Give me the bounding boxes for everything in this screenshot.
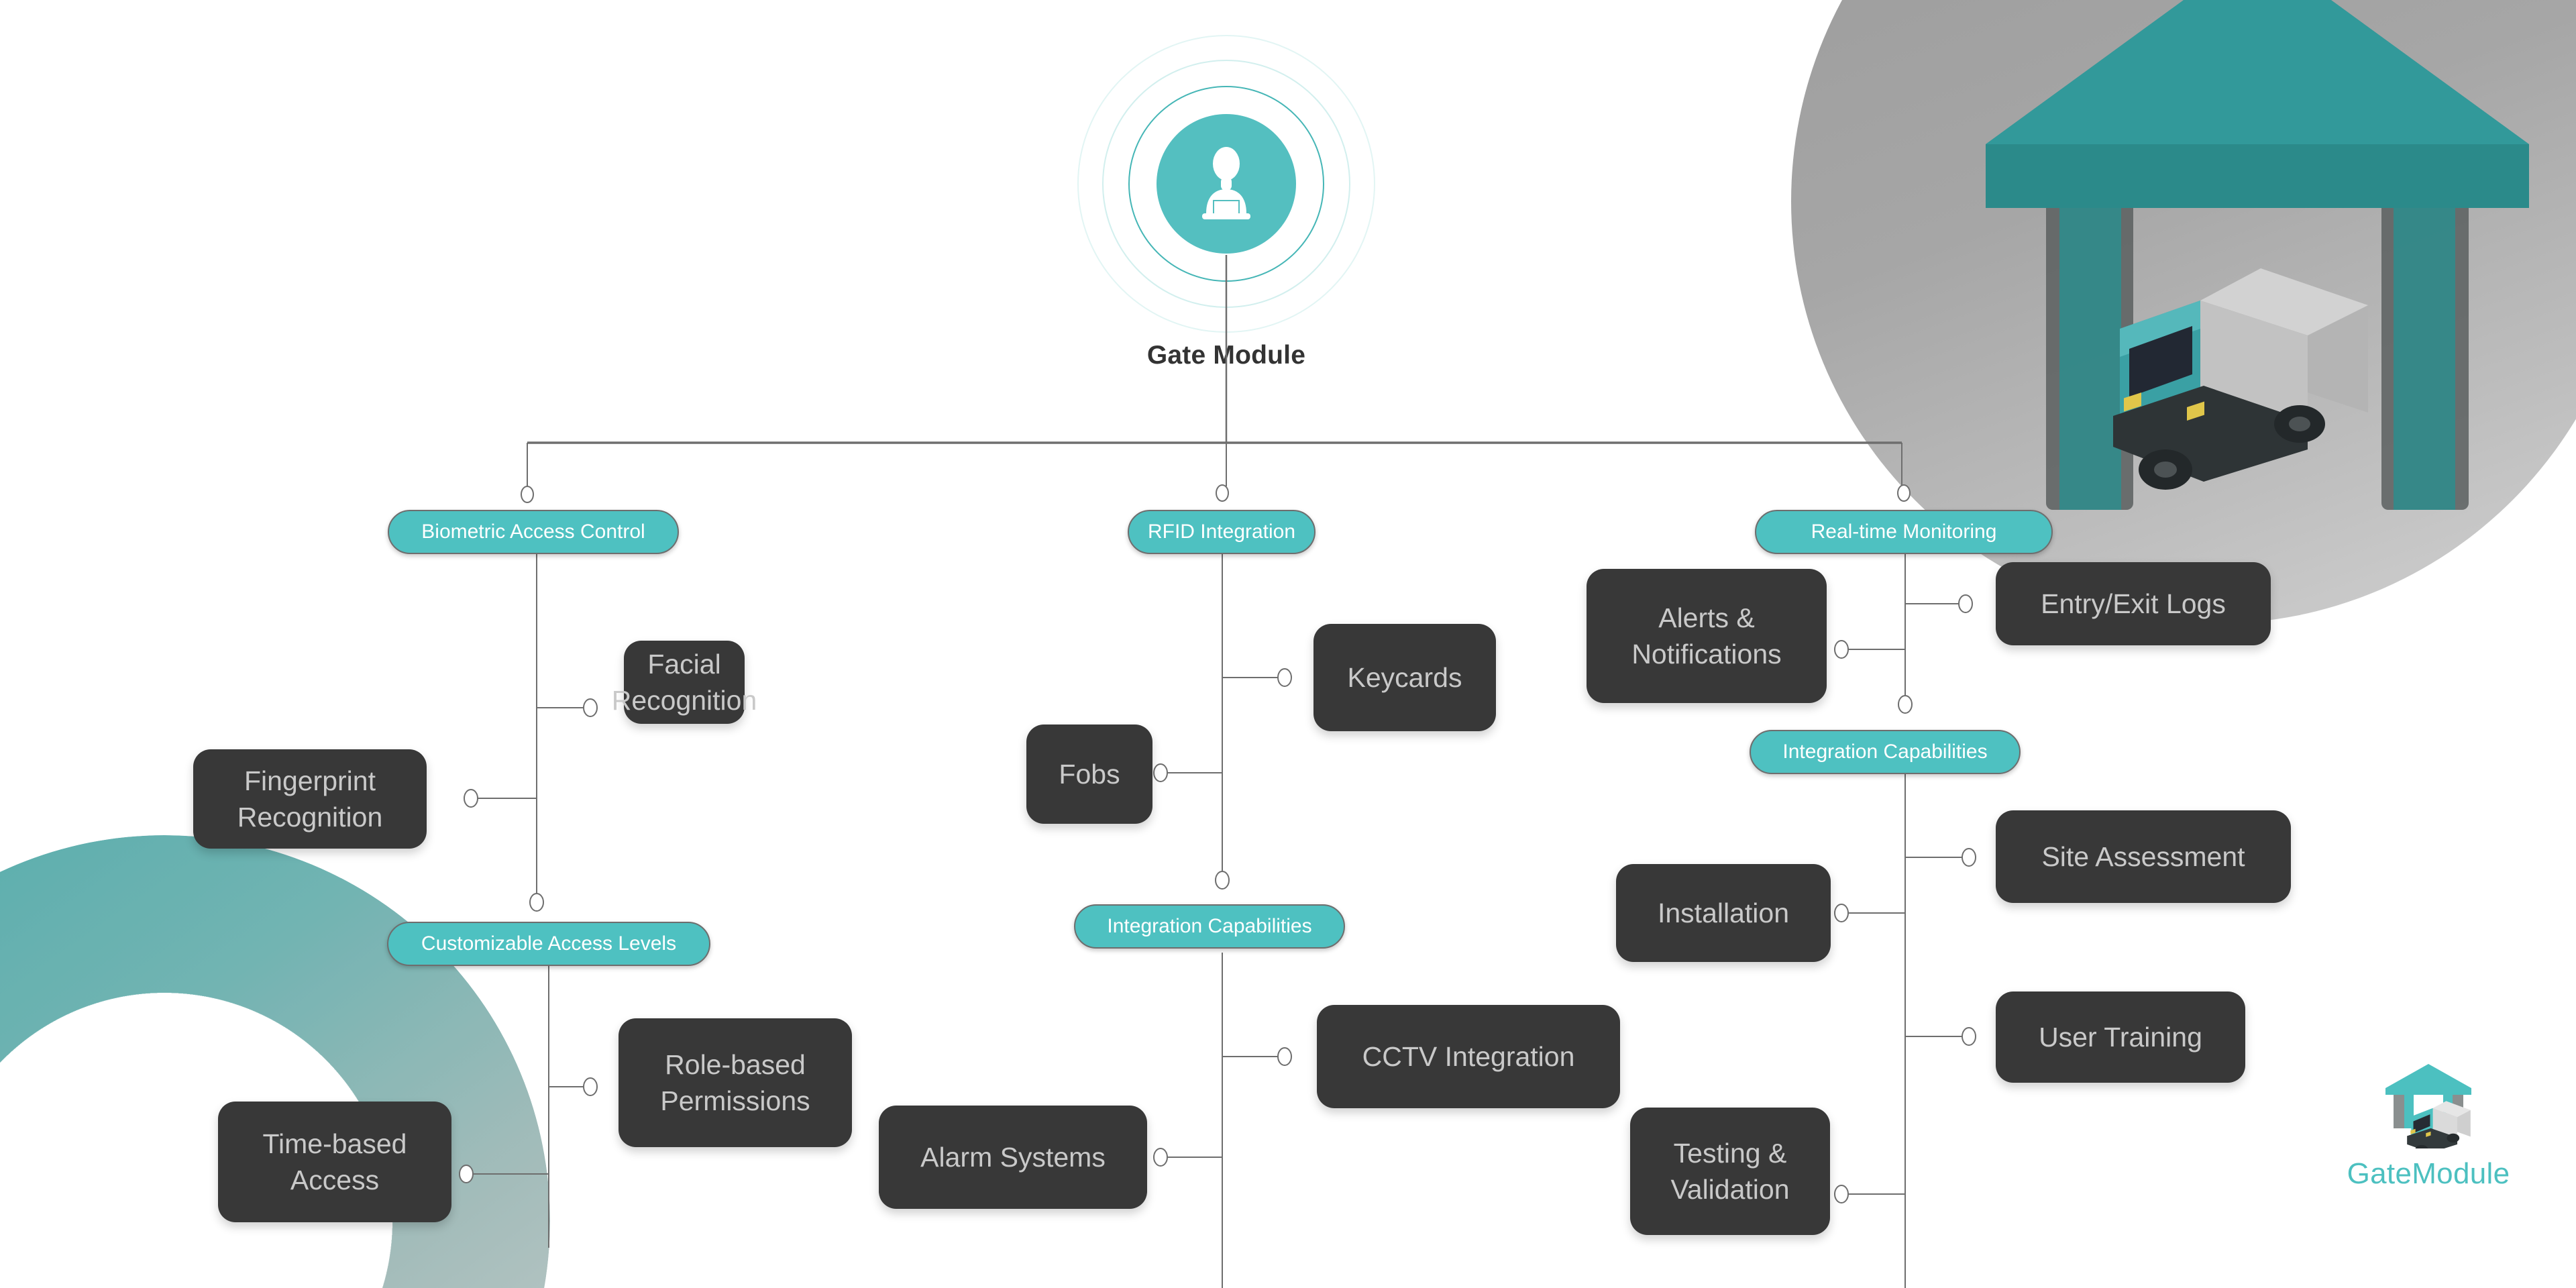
brand-logo: GateModule bbox=[2318, 1060, 2539, 1191]
node-keycards[interactable]: Keycards bbox=[1313, 624, 1496, 731]
root-node[interactable] bbox=[1077, 0, 1375, 333]
warehouse-truck-illustration bbox=[1791, 0, 2576, 624]
branch-real-time-monitoring[interactable]: Real-time Monitoring bbox=[1755, 510, 2053, 554]
brand-name: GateModule bbox=[2347, 1157, 2510, 1190]
node-entry-exit-logs[interactable]: Entry/Exit Logs bbox=[1996, 562, 2271, 645]
node-facial-recognition[interactable]: Facial Recognition bbox=[612, 641, 757, 724]
branch-customizable-access-levels[interactable]: Customizable Access Levels bbox=[387, 922, 710, 966]
node-user-training[interactable]: User Training bbox=[1996, 991, 2245, 1083]
user-podium-icon bbox=[1202, 147, 1250, 219]
branch-integration-capabilities-right[interactable]: Integration Capabilities bbox=[1750, 730, 2021, 774]
node-cctv-integration[interactable]: CCTV Integration bbox=[1317, 1005, 1620, 1108]
node-testing-validation[interactable]: Testing & Validation bbox=[1630, 1108, 1830, 1235]
node-fobs[interactable]: Fobs bbox=[1026, 724, 1152, 824]
node-role-based-permissions[interactable]: Role-based Permissions bbox=[619, 1018, 852, 1147]
node-fingerprint-recognition[interactable]: Fingerprint Recognition bbox=[193, 749, 427, 849]
node-alarm-systems[interactable]: Alarm Systems bbox=[879, 1106, 1147, 1209]
node-alerts-notifications[interactable]: Alerts & Notifications bbox=[1587, 569, 1827, 703]
node-time-based-access[interactable]: Time-based Access bbox=[218, 1102, 451, 1222]
node-site-assessment[interactable]: Site Assessment bbox=[1996, 810, 2291, 903]
branch-integration-capabilities-center[interactable]: Integration Capabilities bbox=[1074, 904, 1345, 949]
node-installation[interactable]: Installation bbox=[1616, 864, 1831, 962]
branch-rfid-integration[interactable]: RFID Integration bbox=[1128, 510, 1316, 554]
branch-biometric-access-control[interactable]: Biometric Access Control bbox=[388, 510, 679, 554]
warehouse-truck-icon bbox=[2385, 1064, 2471, 1155]
